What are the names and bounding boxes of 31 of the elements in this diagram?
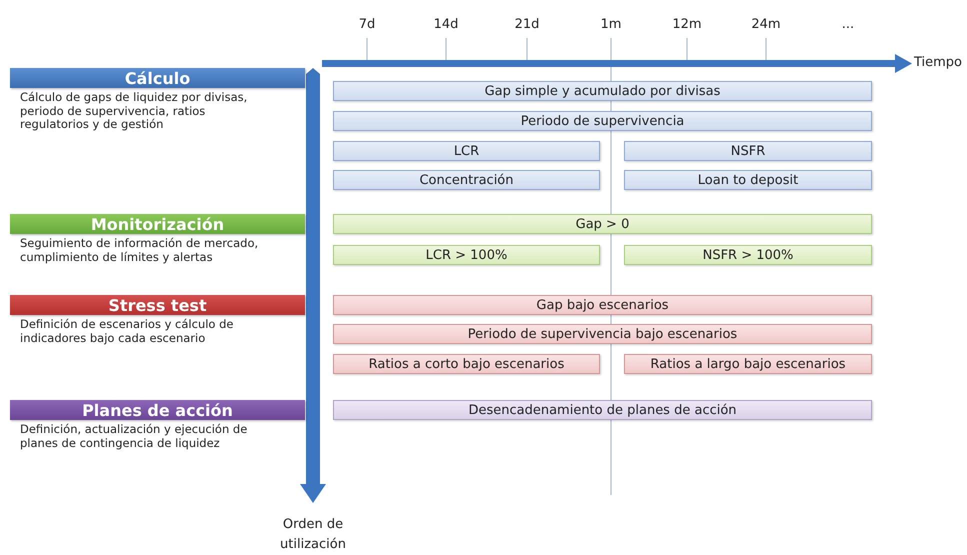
timeline-bar: Gap simple y acumulado por divisas: [333, 81, 872, 101]
tick-label: 24m: [751, 17, 781, 32]
category-description: Definición de escenarios y cálculo de indicadores bajo cada escenario: [20, 318, 234, 345]
timeline-bar: Loan to deposit: [624, 170, 872, 190]
timeline-bar: Gap bajo escenarios: [333, 295, 872, 315]
timeline-bar: Ratios a corto bajo escenarios: [333, 354, 600, 374]
timeline-bar: LCR: [333, 141, 600, 161]
category-band: Stress test: [10, 295, 305, 315]
tick-label: 7d: [358, 17, 376, 32]
tick-label: 1m: [600, 17, 622, 32]
tick-label: 14d: [434, 17, 458, 32]
tick-label: 12m: [672, 17, 702, 32]
timeline-bar: Periodo de supervivencia: [333, 111, 872, 131]
timeline-bar: LCR > 100%: [333, 245, 600, 265]
category-description: Seguimiento de información de mercado, cumplimiento de límites y alertas: [20, 237, 260, 264]
tick-label: 21d: [514, 17, 540, 32]
timeline-bar: Ratios a largo bajo escenarios: [624, 354, 872, 374]
axis-label: Tiempo: [914, 55, 962, 70]
category-band: Cálculo: [10, 68, 305, 88]
axis-label: Orden de utilización: [279, 516, 347, 554]
timeline-bar: NSFR > 100%: [624, 245, 872, 265]
timeline-bar: Concentración: [333, 170, 600, 190]
category-band: Monitorización: [10, 214, 305, 234]
timeline-bar: NSFR: [624, 141, 872, 161]
timeline-bar: Periodo de supervivencia bajo escenarios: [333, 324, 872, 344]
category-description: Cálculo de gaps de liquidez por divisas, periodo de supervivencia, ratios regulatorios y de gestión: [20, 91, 248, 132]
category-band: Planes de acción: [10, 400, 305, 420]
tick-label: ...: [842, 17, 854, 32]
timeline-bar: Gap > 0: [333, 214, 872, 234]
timeline-bar: Desencadenamiento de planes de acción: [333, 400, 872, 420]
category-description: Definición, actualización y ejecución de planes de contingencia de liquidez: [20, 423, 248, 450]
